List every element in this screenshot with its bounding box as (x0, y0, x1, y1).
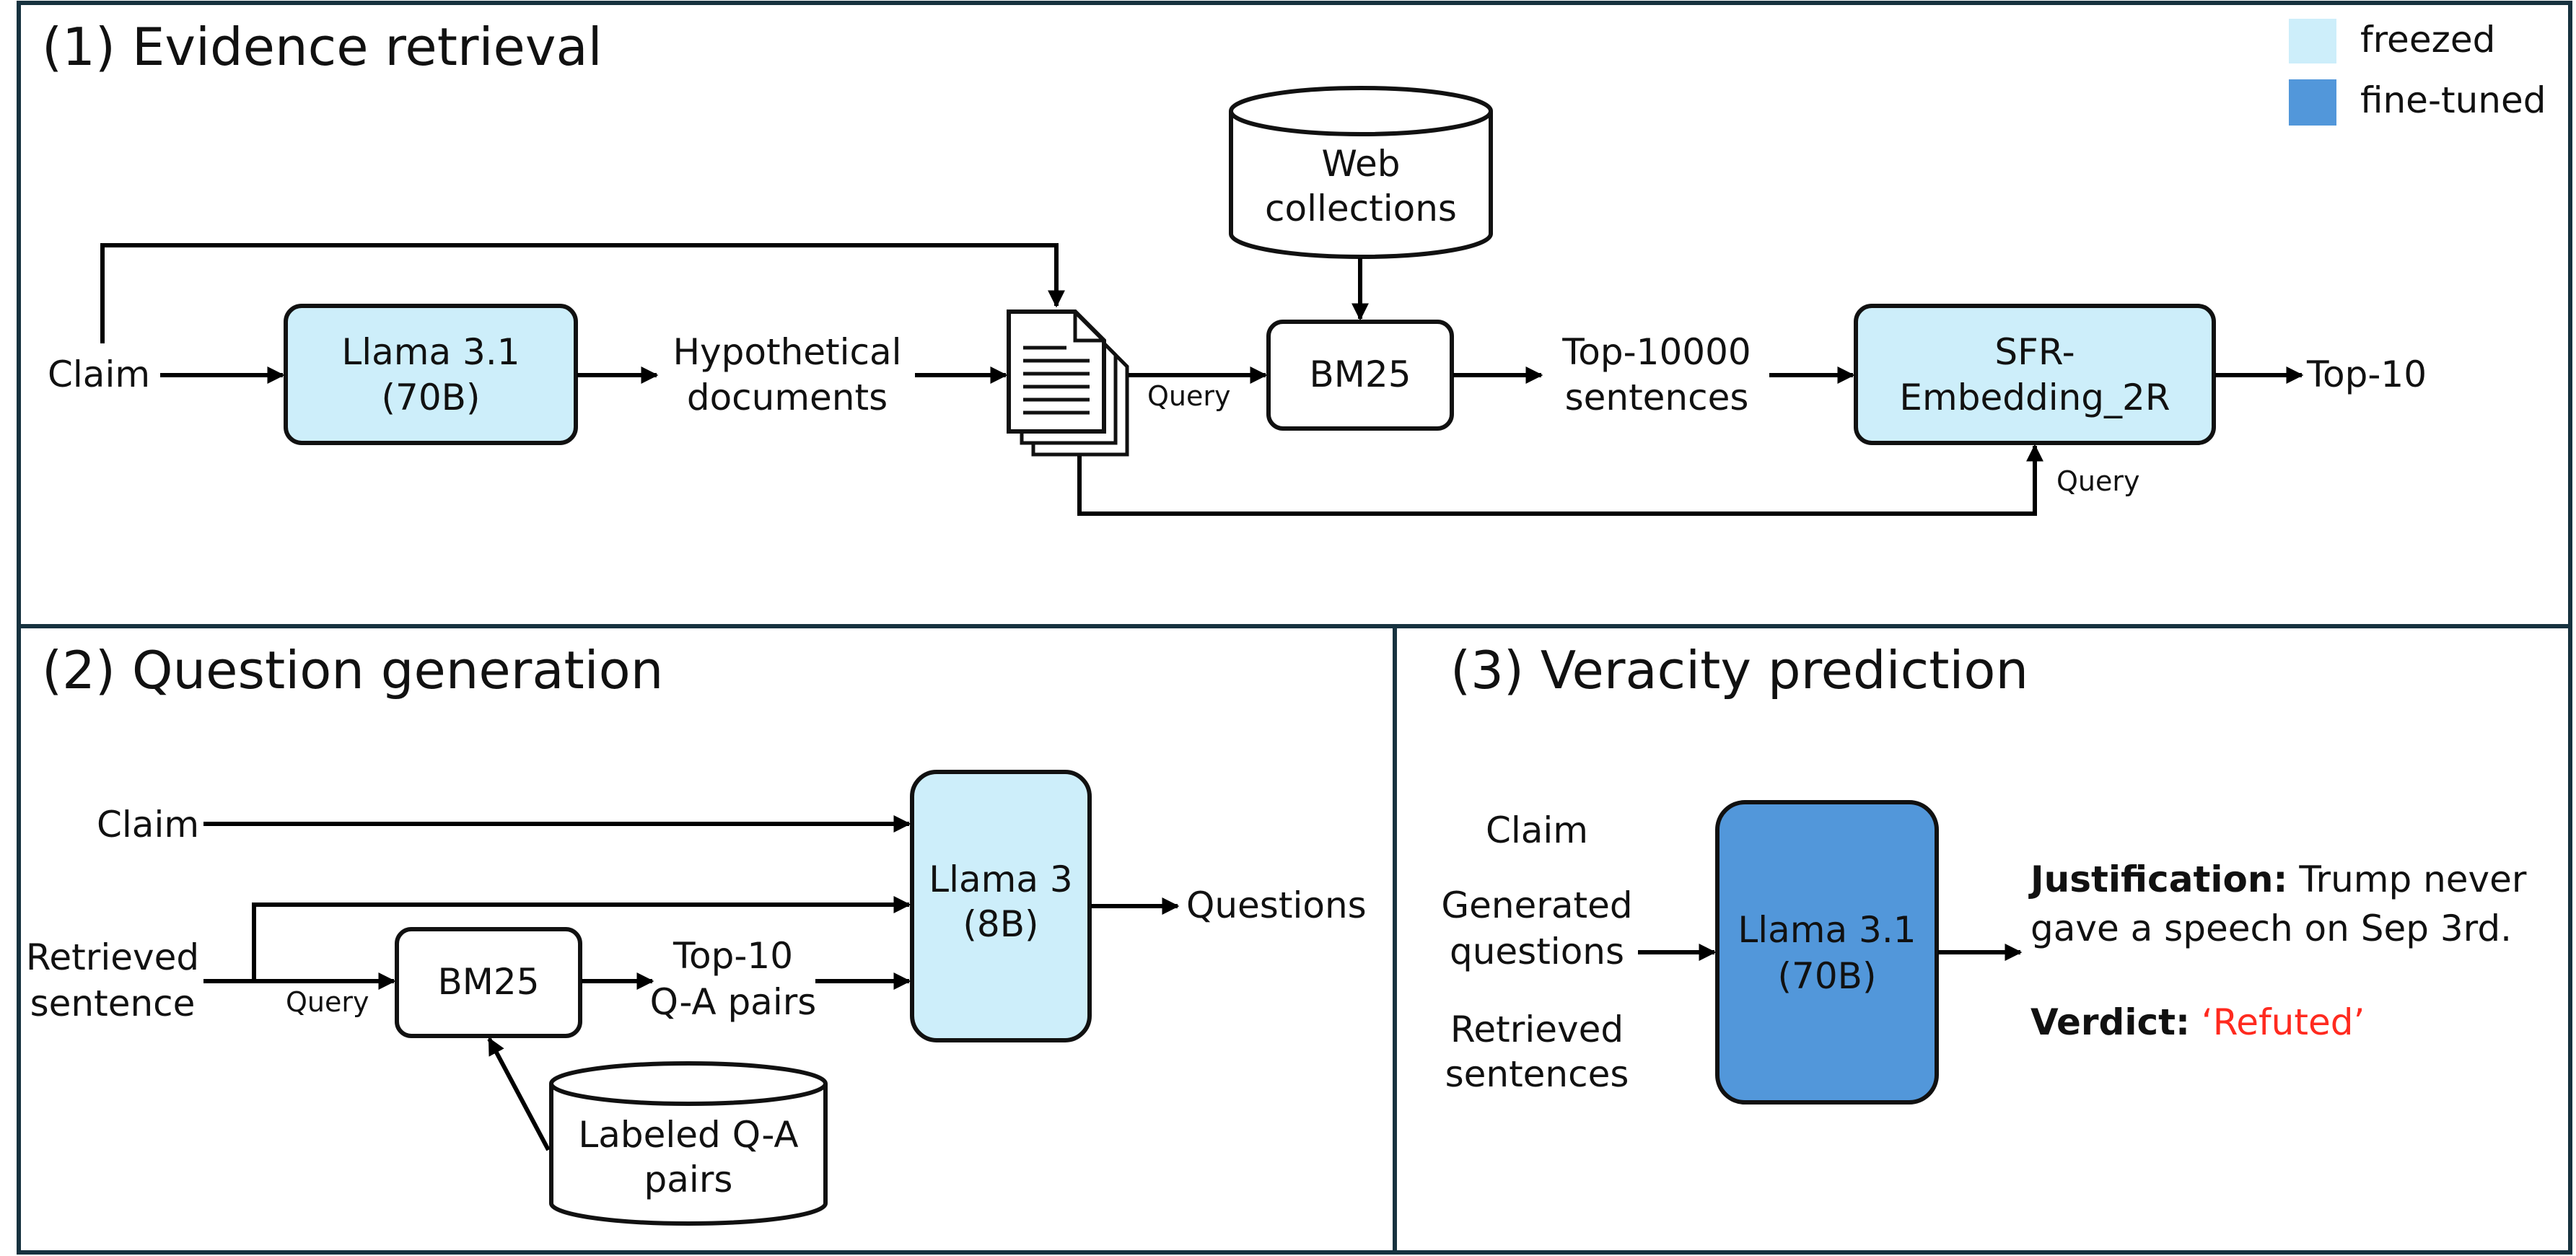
p1-query-label-2: Query (2056, 465, 2139, 497)
p2-bm25-label: BM25 (437, 961, 539, 1003)
legend-fine-tuned-label: fine-tuned (2360, 79, 2546, 121)
p3-input-generated-line1: Generated (1441, 884, 1632, 926)
p1-web-line1: Web (1321, 143, 1400, 185)
p3-llama-line2: (70B) (1778, 955, 1877, 997)
p2-arrow-retrieved-to-llama (252, 896, 911, 981)
p2-labeled-line2: pairs (644, 1159, 733, 1200)
panel3-title: (3) Veracity prediction (1450, 640, 2028, 701)
p3-verdict-value: ‘Refuted’ (2202, 1001, 2365, 1043)
p1-top10-label: Top-10 (2306, 353, 2427, 395)
p1-top10000-line2: sentences (1565, 377, 1749, 418)
p1-web-collections-db (1229, 86, 1493, 259)
p1-sfr-line2: Embedding_2R (1899, 377, 2170, 418)
p1-hypothetical-line1: Hypothetical (673, 331, 901, 373)
legend-fine-tuned-swatch (2289, 79, 2336, 126)
p1-llama-line1: Llama 3.1 (341, 331, 520, 373)
p2-labeled-line1: Labeled Q-A (578, 1114, 798, 1156)
p2-topqa-line1: Top-10 (673, 935, 793, 977)
p2-topqa-line2: Q-A pairs (650, 981, 817, 1023)
p3-llama-line1: Llama 3.1 (1738, 909, 1916, 951)
p1-sfr-box (1854, 304, 2216, 445)
p3-justification-text-1: Trump never (2298, 858, 2527, 900)
p1-llama-line2: (70B) (382, 377, 481, 418)
panel1-title: (1) Evidence retrieval (42, 17, 603, 77)
p3-input-claim: Claim (1486, 809, 1588, 851)
p2-arrow-labeled-to-bm25 (487, 1037, 551, 1151)
p3-verdict-line: Verdict: ‘Refuted’ (2030, 1001, 2365, 1043)
p3-input-retrieved-line1: Retrieved (1450, 1009, 1624, 1050)
p2-labeled-qa-db (549, 1061, 828, 1226)
p1-claim-label: Claim (48, 353, 150, 395)
documents-icon (1007, 309, 1129, 457)
p2-llama-line2: (8B) (963, 903, 1038, 945)
legend-freezed-label: freezed (2360, 19, 2495, 61)
panel-veracity-prediction (1393, 624, 2572, 1255)
p2-questions-label: Questions (1186, 884, 1367, 926)
p3-llama-box (1715, 800, 1939, 1105)
p3-justification-label: Justification: (2028, 858, 2287, 900)
p1-bm25-label: BM25 (1309, 353, 1411, 395)
p2-retrieved-line2: sentence (30, 983, 196, 1024)
p2-retrieved-line1: Retrieved (26, 936, 199, 978)
p2-llama-line1: Llama 3 (929, 858, 1072, 900)
p3-justification-line1: Justification: Trump never (2028, 858, 2527, 900)
panel2-title: (2) Question generation (42, 640, 663, 701)
p1-top10000-line1: Top-10000 (1561, 331, 1751, 373)
p3-input-generated-line2: questions (1450, 931, 1624, 972)
p2-bm25-box (395, 927, 582, 1038)
p1-llama-box (284, 304, 578, 445)
p3-verdict-label: Verdict: (2030, 1001, 2190, 1043)
p2-query-label: Query (286, 986, 369, 1018)
p1-sfr-line1: SFR- (1994, 331, 2075, 373)
p1-arrow-docs-to-sfr (1077, 444, 2043, 516)
p2-llama-box (910, 770, 1092, 1042)
p1-web-line2: collections (1265, 188, 1457, 229)
p2-claim-label: Claim (97, 804, 199, 846)
p1-bm25-box (1266, 320, 1454, 431)
legend-freezed-swatch (2289, 19, 2336, 63)
p1-query-label-1: Query (1147, 380, 1230, 412)
p3-justification-line2: gave a speech on Sep 3rd. (2030, 908, 2512, 949)
p1-arrow-claim-to-docs (100, 243, 1065, 343)
p3-input-retrieved-line2: sentences (1445, 1053, 1629, 1095)
p1-hypothetical-line2: documents (687, 377, 888, 418)
